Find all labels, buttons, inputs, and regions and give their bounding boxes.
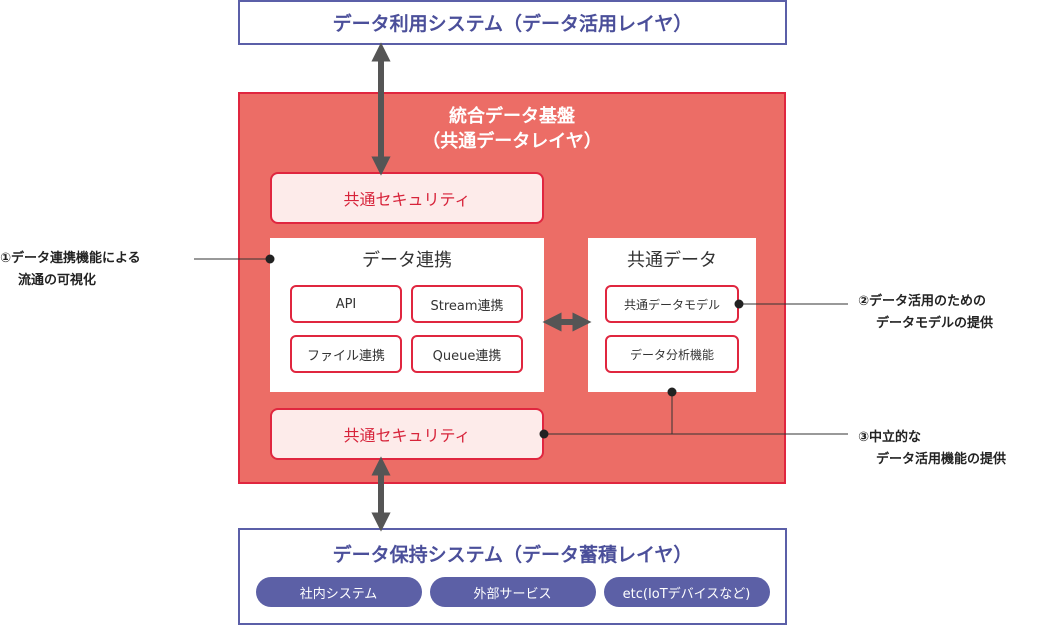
data-storage-system-title: データ保持システム（データ蓄積レイヤ）	[332, 544, 693, 566]
common-data-model-chip: 共通データモデル	[605, 285, 739, 323]
annotation-1-line1: ①データ連携機能による	[0, 251, 141, 266]
annotation-3: ③中立的な データ活用機能の提供	[858, 427, 1040, 471]
annotation-3-line2: データ活用機能の提供	[876, 452, 1007, 467]
common-data-model-label: 共通データモデル	[623, 297, 720, 312]
platform-title-line1: 統合データ基盤	[449, 106, 575, 127]
queue-link-chip-label: Queue連携	[432, 348, 502, 364]
stream-link-chip: Stream連携	[411, 285, 523, 323]
common-data-title: 共通データ	[627, 250, 717, 271]
common-security-top: 共通セキュリティ	[270, 172, 544, 224]
file-link-chip: ファイル連携	[290, 335, 402, 373]
api-chip: API	[290, 285, 402, 323]
storage-systems: 社内システム 外部サービス etc(IoTデバイスなど)	[255, 577, 770, 607]
common-security-top-label: 共通セキュリティ	[343, 190, 471, 209]
api-chip-label: API	[335, 296, 357, 312]
internal-system-pill: 社内システム	[255, 577, 422, 607]
queue-link-chip: Queue連携	[411, 335, 523, 373]
annotation-2-line2: データモデルの提供	[876, 316, 994, 331]
file-link-chip-label: ファイル連携	[306, 348, 385, 364]
annotation-3-dot-common	[667, 387, 677, 397]
data-storage-system-layer: データ保持システム（データ蓄積レイヤ） 社内システム 外部サービス etc(Io…	[238, 528, 787, 625]
iot-device-pill: etc(IoTデバイスなど)	[603, 577, 770, 607]
annotation-2: ②データ活用のための データモデルの提供	[858, 291, 1038, 335]
data-analysis-chip: データ分析機能	[605, 335, 739, 373]
platform-title: 統合データ基盤 （共通データレイヤ）	[238, 104, 786, 154]
data-usage-system-title: データ利用システム（データ活用レイヤ）	[332, 13, 693, 35]
annotation-1-line2: 流通の可視化	[18, 273, 97, 288]
annotation-3-dot-security	[539, 429, 549, 439]
external-service-pill: 外部サービス	[429, 577, 596, 607]
annotation-2-dot	[734, 299, 744, 309]
platform-title-line2: （共通データレイヤ）	[422, 131, 602, 152]
data-link-title: データ連携	[362, 250, 452, 271]
common-security-bottom: 共通セキュリティ	[270, 408, 544, 460]
annotation-1: ①データ連携機能による 流通の可視化	[0, 248, 185, 292]
data-usage-system-layer: データ利用システム（データ活用レイヤ）	[238, 0, 787, 45]
annotation-2-line1: ②データ活用のための	[858, 294, 987, 309]
annotation-3-line1: ③中立的な	[858, 430, 922, 445]
annotation-1-dot	[265, 254, 275, 264]
stream-link-chip-label: Stream連携	[430, 298, 504, 314]
data-analysis-label: データ分析機能	[629, 347, 714, 362]
common-security-bottom-label: 共通セキュリティ	[343, 426, 471, 445]
